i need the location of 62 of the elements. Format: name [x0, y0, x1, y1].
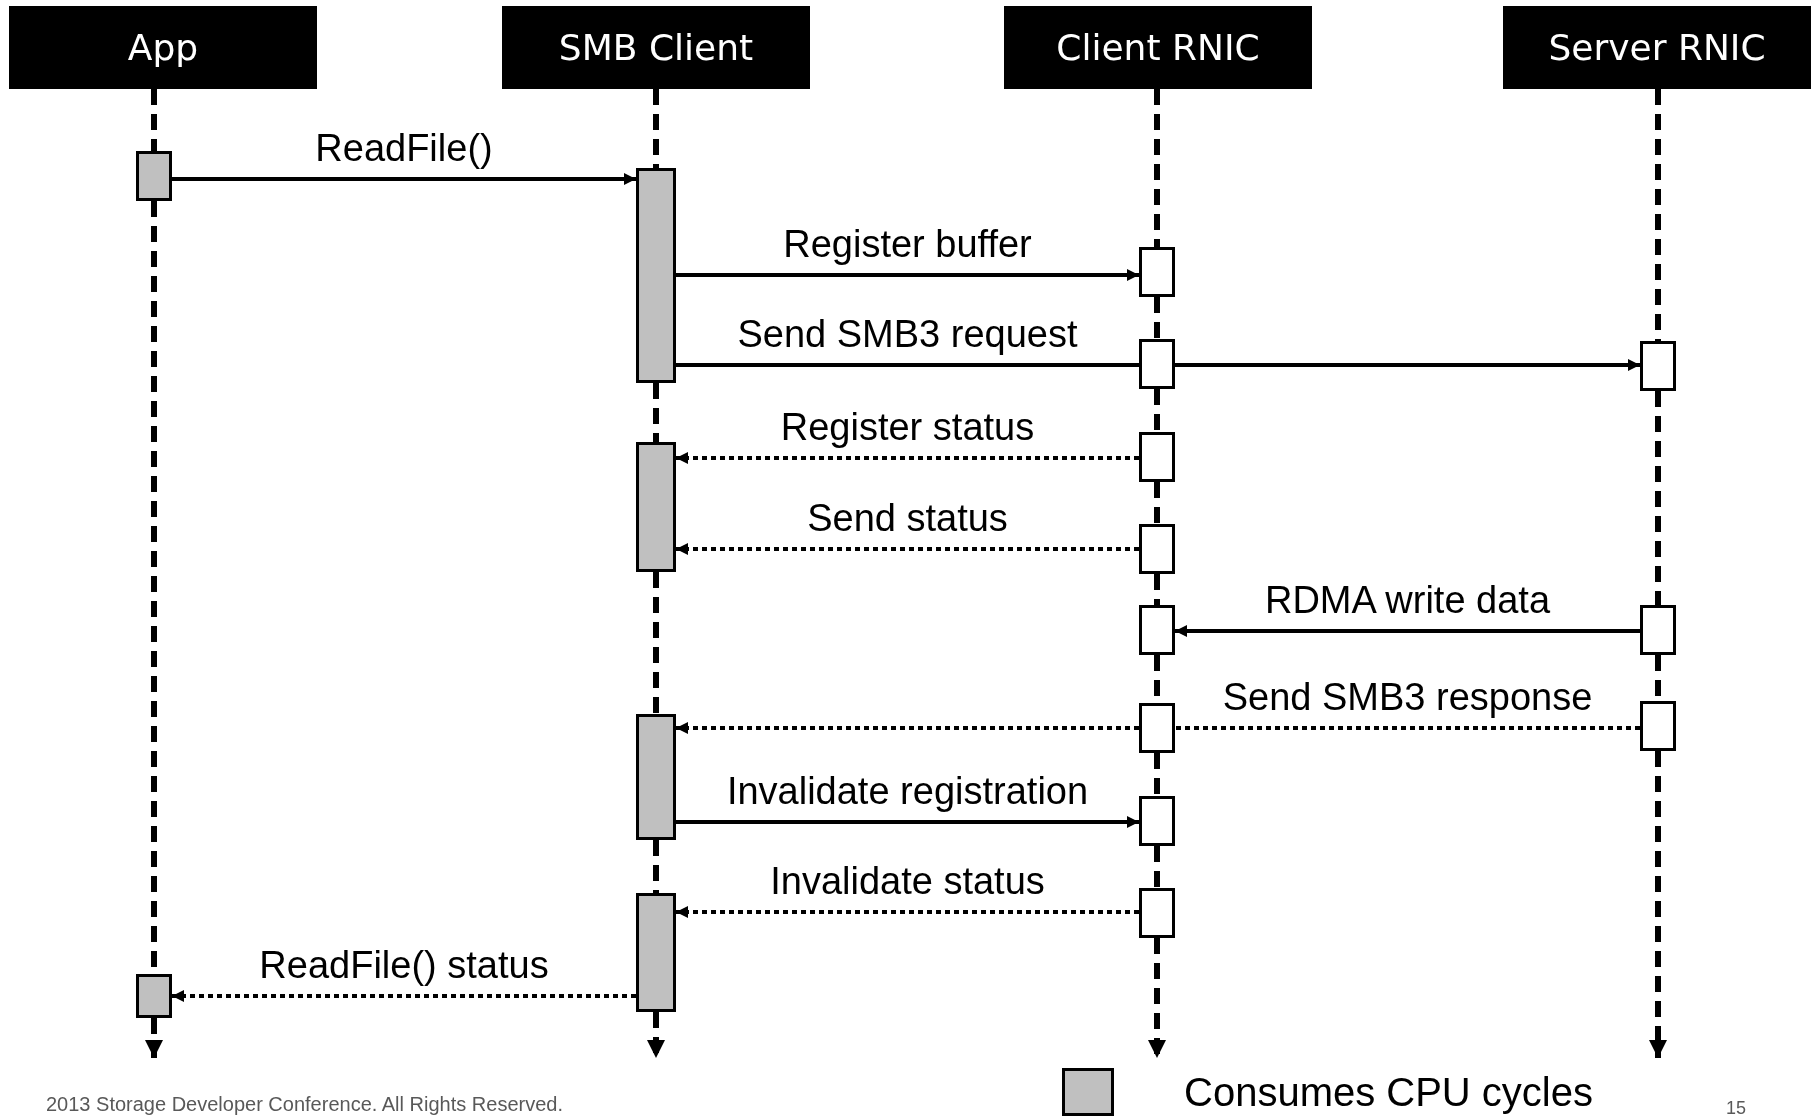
activation-bar	[1640, 605, 1676, 655]
message-arrow	[676, 816, 1139, 828]
activation-bar	[1139, 796, 1175, 846]
lifeline	[1154, 389, 1160, 432]
footer-note: 2013 Storage Developer Conference. All Rights Reserved.	[46, 1093, 563, 1116]
lifeline	[653, 572, 659, 714]
activation-bar	[636, 442, 676, 572]
activation-bar	[636, 168, 676, 383]
activation-bar	[1640, 701, 1676, 751]
activation-bar	[136, 151, 172, 201]
lifeline	[1154, 753, 1160, 796]
lifeline	[1655, 391, 1661, 605]
message-arrow	[1175, 625, 1640, 637]
message-label: Register status	[780, 406, 1035, 449]
participant-header: Server RNIC	[1503, 6, 1811, 89]
activation-bar	[1139, 432, 1175, 482]
activation-bar	[1139, 524, 1175, 574]
legend-label: Consumes CPU cycles	[1184, 1070, 1593, 1115]
activation-bar	[136, 974, 172, 1018]
lifeline	[1154, 89, 1160, 247]
message-label: ReadFile()	[315, 127, 493, 170]
lifeline	[653, 383, 659, 442]
activation-bar	[1139, 247, 1175, 297]
lifeline	[1154, 574, 1160, 605]
lifeline	[151, 89, 157, 151]
message-arrow	[172, 990, 636, 1002]
lifeline	[1148, 938, 1166, 1058]
message-label: Send SMB3 response	[1222, 676, 1593, 719]
participant-header: Client RNIC	[1004, 6, 1312, 89]
lifeline	[1154, 846, 1160, 888]
message-label: Register buffer	[783, 223, 1032, 266]
lifeline	[1154, 297, 1160, 339]
message-arrow	[172, 173, 636, 185]
message-arrow	[676, 906, 1139, 918]
activation-bar	[1139, 605, 1175, 655]
activation-bar	[1640, 341, 1676, 391]
message-label: ReadFile() status	[259, 944, 549, 987]
message-arrow	[676, 722, 1139, 734]
lifeline	[653, 89, 659, 168]
activation-bar	[636, 893, 676, 1012]
lifeline	[1154, 482, 1160, 524]
lifeline	[1655, 89, 1661, 341]
lifeline	[1649, 751, 1667, 1058]
message-arrow	[676, 269, 1139, 281]
participant-header: App	[9, 6, 317, 89]
message-label: RDMA write data	[1264, 579, 1551, 622]
activation-bar	[1139, 703, 1175, 753]
message-label: Invalidate registration	[726, 770, 1089, 813]
activation-bar	[636, 714, 676, 840]
lifeline	[653, 840, 659, 893]
lifeline	[145, 1018, 163, 1058]
message-label: Invalidate status	[770, 860, 1045, 903]
message-arrow	[676, 543, 1139, 555]
participant-header: SMB Client	[502, 6, 810, 89]
activation-bar	[1139, 339, 1175, 389]
lifeline	[647, 1012, 665, 1058]
message-arrow	[676, 452, 1139, 464]
activation-bar	[1139, 888, 1175, 938]
page-number: 15	[1726, 1098, 1747, 1118]
message-label: Send SMB3 request	[737, 313, 1078, 356]
message-arrow	[1175, 359, 1640, 371]
message-label: Send status	[807, 497, 1008, 540]
